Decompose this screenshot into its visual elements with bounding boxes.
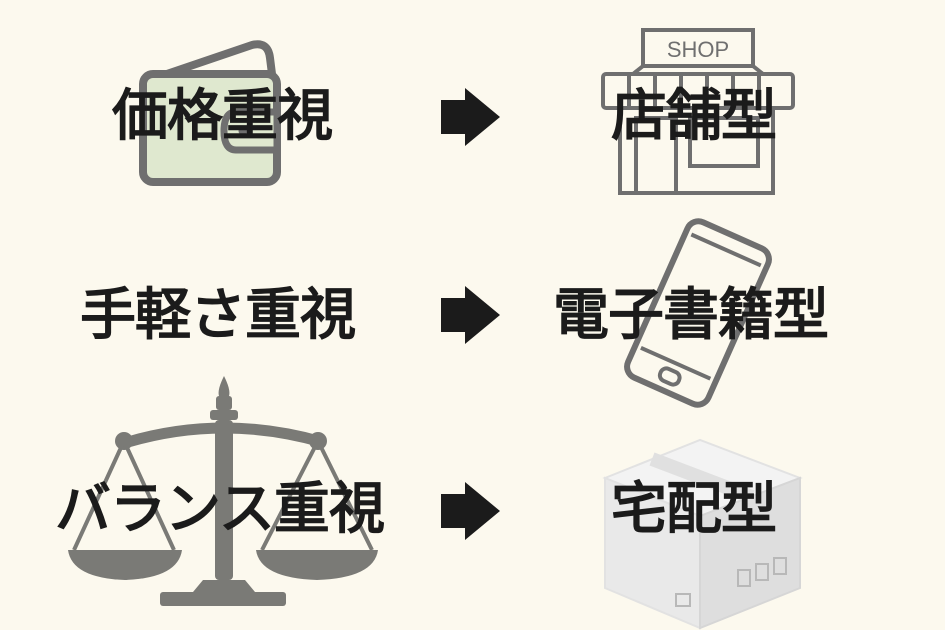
right-arrow-icon (441, 88, 500, 146)
shop-sign-text: SHOP (667, 37, 729, 62)
right-arrow-icon (441, 286, 500, 344)
cardboard-box-icon (602, 438, 803, 630)
balance-scale-icon (68, 376, 378, 606)
row2-condition-label: 手軽さ重視 (80, 283, 356, 348)
shop-icon (601, 28, 795, 195)
row2-type-label: 電子書籍型 (553, 283, 829, 348)
wallet-icon (139, 40, 281, 186)
right-arrow-icon (441, 482, 500, 540)
row1-condition-label: 価格重視 (112, 84, 333, 149)
row3-condition-label: バランス重視 (55, 477, 385, 542)
row1-type-label: 店舗型 (611, 84, 777, 149)
row3-type-label: 宅配型 (611, 477, 777, 542)
smartphone-icon (624, 218, 772, 408)
